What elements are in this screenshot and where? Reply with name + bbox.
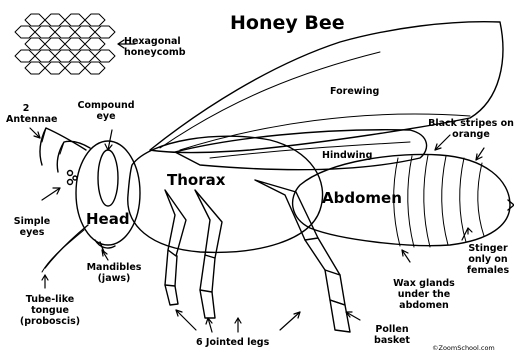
label-forewing: Forewing xyxy=(330,86,379,97)
head xyxy=(76,141,140,245)
honeycomb-icon xyxy=(15,14,115,74)
label-head: Head xyxy=(86,211,130,228)
label-thorax: Thorax xyxy=(167,172,225,189)
label-simple-eyes: Simple eyes xyxy=(8,216,56,238)
label-jointed-legs: 6 Jointed legs xyxy=(196,337,269,348)
label-compound-eye: Compound eye xyxy=(74,100,138,122)
abdomen-stripes xyxy=(394,155,484,247)
copyright-text: ©ZoomSchool.com xyxy=(432,343,495,354)
label-tongue: Tube-like tongue (proboscis) xyxy=(10,294,90,327)
label-hexagonal-honeycomb: Hexagonal honeycomb xyxy=(124,36,208,58)
label-antennae: 2 Antennae xyxy=(6,103,46,125)
stinger xyxy=(508,200,514,210)
compound-eye xyxy=(98,150,118,206)
pollen-basket xyxy=(330,300,350,332)
label-abdomen: Abdomen xyxy=(322,190,402,207)
label-wax-glands: Wax glands under the abdomen xyxy=(384,278,464,311)
label-mandibles: Mandibles (jaws) xyxy=(80,262,148,284)
label-hindwing: Hindwing xyxy=(322,150,372,161)
label-stinger: Stinger only on females xyxy=(462,243,514,276)
label-pollen-basket: Pollen basket xyxy=(370,324,414,346)
label-black-stripes: Black stripes on orange xyxy=(428,118,514,140)
page-title: Honey Bee xyxy=(230,12,345,34)
